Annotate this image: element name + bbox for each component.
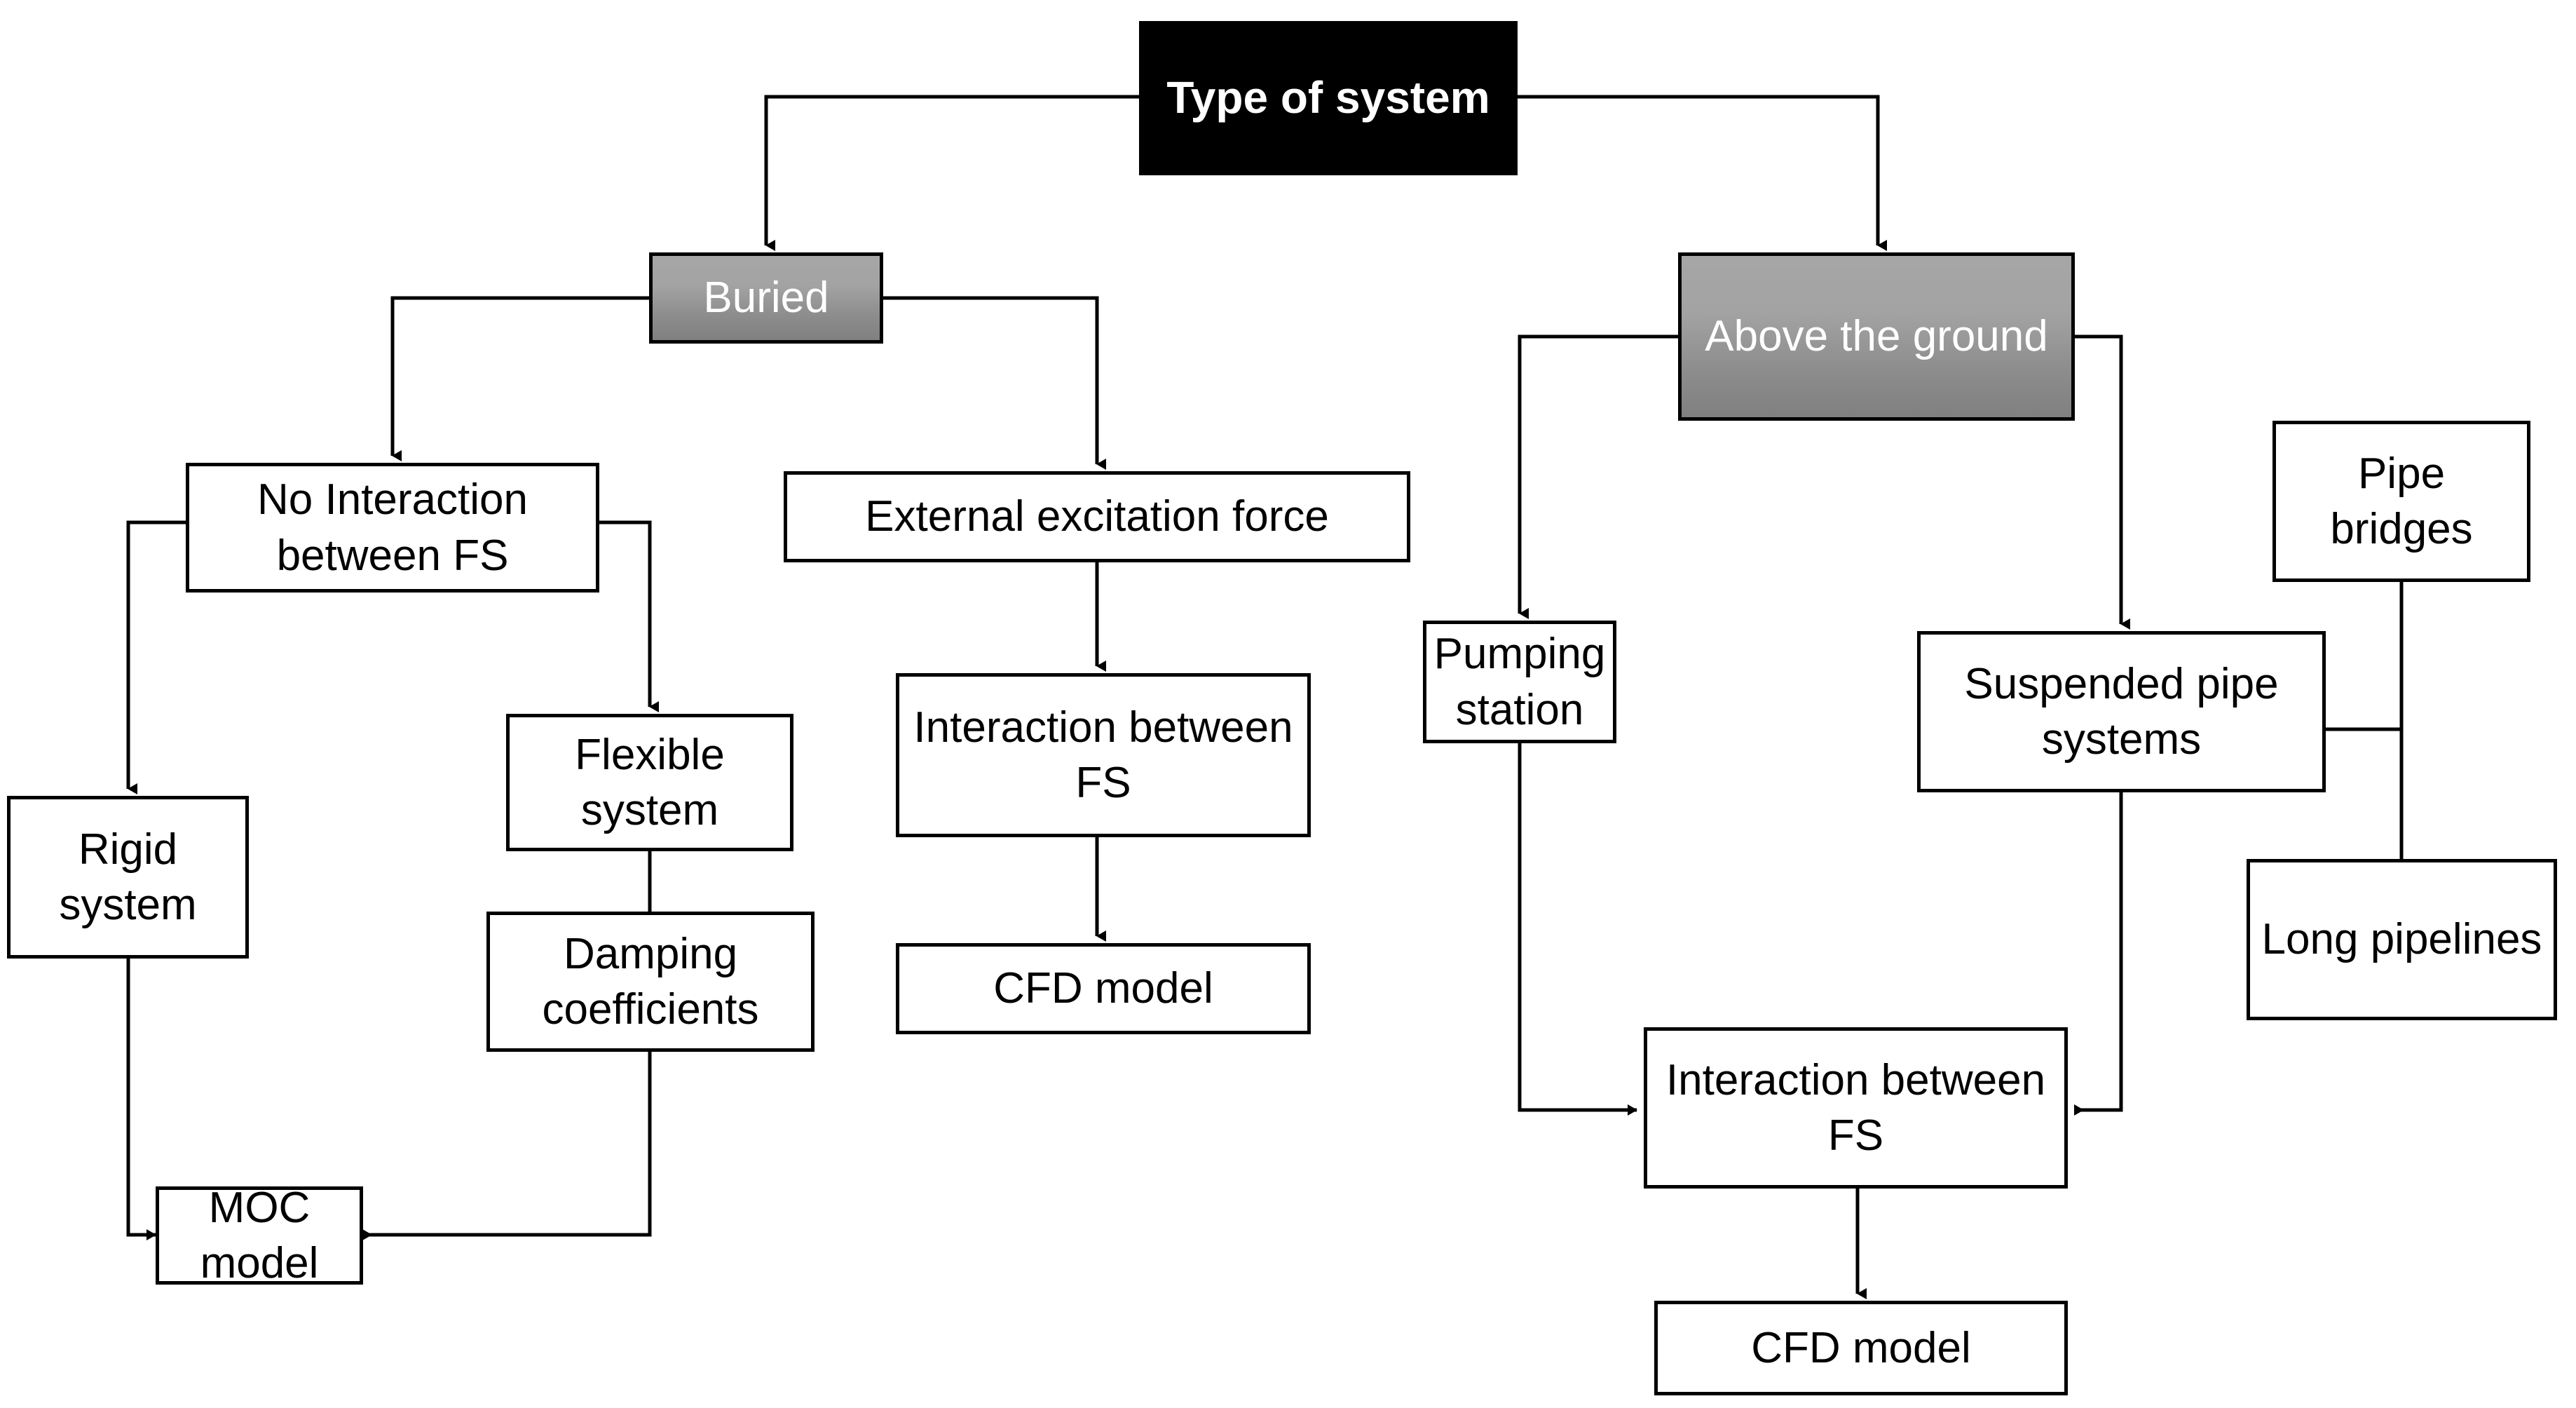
edge-suspended-to-interaction: [2074, 792, 2123, 1116]
node-label: MOC model: [200, 1183, 319, 1287]
node-label: Damping coefficients: [542, 929, 759, 1034]
edge-pipe-bridges-to-suspended: [2326, 582, 2404, 731]
node-label: Rigid system: [59, 825, 197, 929]
node-above-the-ground[interactable]: Above the ground: [1678, 252, 2075, 421]
node-label: CFD model: [993, 964, 1213, 1013]
node-label: Suspended pipe systems: [1964, 659, 2279, 764]
node-label: No Interaction between FS: [257, 475, 528, 580]
node-root-type-of-system[interactable]: Type of system: [1139, 21, 1518, 175]
edge-root-to-above-ground: [1518, 95, 1887, 251]
node-label: Interaction between FS: [1665, 1055, 2046, 1160]
node-label: Buried: [703, 273, 829, 323]
node-rigid-system[interactable]: Rigid system: [7, 796, 249, 959]
edge-buried-to-external-force: [883, 296, 1106, 470]
edge-above-ground-to-pumping: [1518, 334, 1678, 619]
node-suspended-pipe-systems[interactable]: Suspended pipe systems: [1917, 631, 2326, 792]
node-label: Above the ground: [1705, 312, 2048, 361]
node-buried[interactable]: Buried: [649, 252, 883, 344]
node-label: Long pipelines: [2261, 915, 2542, 964]
node-label: Flexible system: [575, 730, 725, 834]
node-pipe-bridges[interactable]: Pipe bridges: [2272, 421, 2530, 582]
node-pumping-station[interactable]: Pumping station: [1423, 621, 1616, 743]
node-no-interaction-between-fs[interactable]: No Interaction between FS: [186, 463, 599, 593]
node-label: CFD model: [1751, 1323, 1971, 1372]
edge-no-interaction-to-flexible: [599, 520, 659, 712]
node-flexible-system[interactable]: Flexible system: [506, 714, 793, 851]
edge-pumping-to-interaction: [1518, 743, 1637, 1116]
node-cfd-model-middle[interactable]: CFD model: [896, 943, 1311, 1034]
edge-buried-to-no-interaction: [390, 296, 649, 461]
edge-no-interaction-to-rigid: [126, 520, 186, 794]
node-interaction-between-fs-right[interactable]: Interaction between FS: [1644, 1027, 2068, 1189]
node-label: External excitation force: [865, 492, 1329, 541]
node-interaction-between-fs-middle[interactable]: Interaction between FS: [896, 673, 1311, 837]
node-cfd-model-right[interactable]: CFD model: [1654, 1301, 2068, 1395]
node-moc-model[interactable]: MOC model: [156, 1184, 363, 1287]
edge-root-to-buried: [764, 95, 1139, 251]
node-label: Interaction between FS: [913, 703, 1293, 807]
node-damping-coefficients[interactable]: Damping coefficients: [486, 912, 815, 1052]
edge-damping-to-moc: [362, 1050, 652, 1240]
node-label: Type of system: [1166, 72, 1490, 123]
node-long-pipelines[interactable]: Long pipelines: [2247, 859, 2557, 1020]
node-label: Pipe bridges: [2330, 449, 2473, 553]
node-label: Pumping station: [1433, 630, 1606, 734]
edge-above-ground-to-suspended: [2075, 334, 2130, 630]
edge-rigid-to-moc: [126, 957, 156, 1240]
node-external-excitation-force[interactable]: External excitation force: [784, 471, 1410, 562]
